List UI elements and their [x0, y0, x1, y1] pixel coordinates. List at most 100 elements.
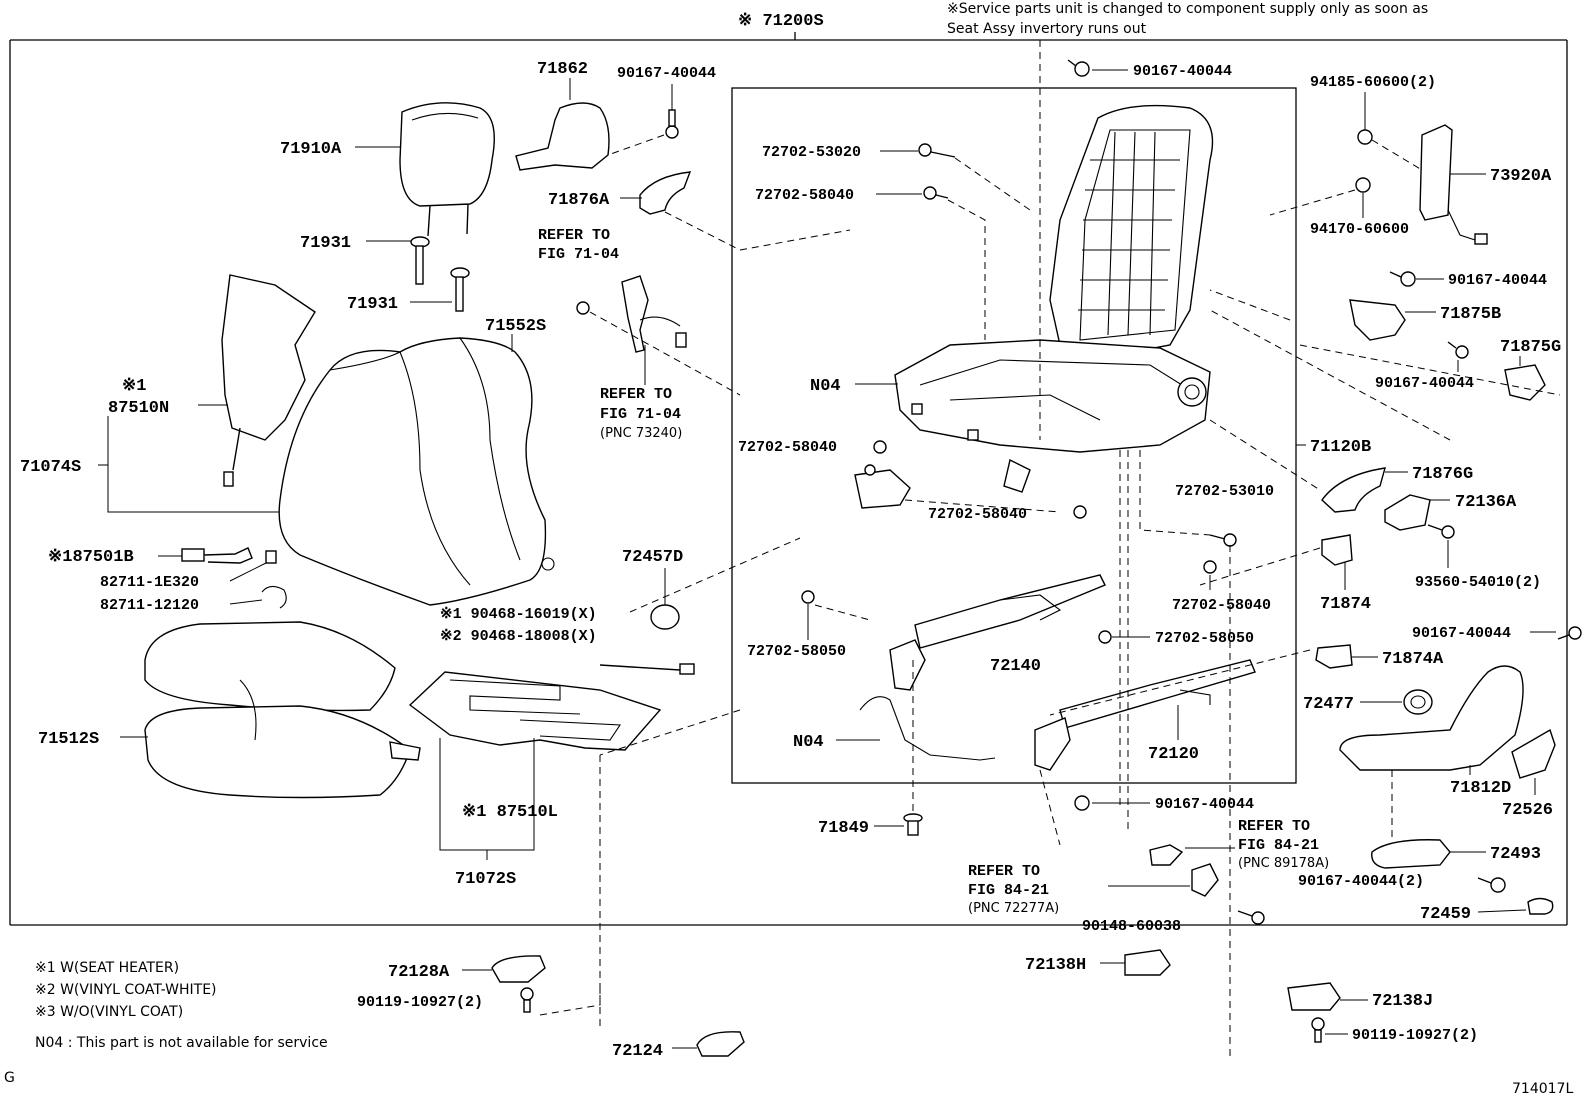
label-90167-40044-b: 90167-40044	[1155, 796, 1254, 813]
refer-2-line-1: REFER TO	[600, 386, 672, 403]
screw-93560	[1427, 524, 1455, 539]
label-71931-b: 71931	[347, 295, 398, 314]
screw-90119-10927-a	[520, 987, 534, 1013]
legend-line-1: ※1 W(SEAT HEATER)	[35, 960, 179, 976]
seat-rail-72120	[1034, 659, 1256, 771]
seat-heater-cushion	[408, 663, 695, 751]
bracket-lower-left	[854, 464, 911, 509]
label-90468-18008: ※2 90468-18008(X)	[440, 628, 597, 645]
bolt-90167-40044-c	[1389, 271, 1416, 287]
seatback-cover	[278, 337, 547, 606]
cover-71876G	[1321, 467, 1386, 513]
label-72124: 72124	[612, 1042, 663, 1061]
cover-72136A	[1384, 494, 1431, 531]
label-73920A: 73920A	[1490, 167, 1552, 186]
label-72457D: 72457D	[622, 548, 683, 567]
nut-94185	[1357, 129, 1373, 145]
label-72702-58040-b: 72702-58040	[738, 439, 837, 456]
headrest-guide-1	[410, 236, 430, 285]
label-72138H: 72138H	[1025, 956, 1086, 975]
headrest-guide-2	[450, 267, 470, 312]
label-94170-60600: 94170-60600	[1310, 221, 1409, 238]
label-72702-53010: 72702-53010	[1175, 483, 1274, 500]
label-90167-40044-a: 90167-40044	[617, 65, 716, 82]
refer-2-line-2: FIG 71-04	[600, 406, 681, 423]
label-72702-58040-c: 72702-58040	[928, 506, 1027, 523]
drawing-number: 714017L	[1512, 1081, 1573, 1097]
wire-N04	[859, 696, 996, 761]
cover-72128A	[491, 955, 546, 983]
cover-72138J	[1287, 982, 1341, 1011]
legend-line-3: ※3 W/O(VINYL COAT)	[35, 1004, 183, 1020]
label-71874A: 71874A	[1382, 650, 1444, 669]
bracket-71874	[1321, 534, 1353, 566]
service-note-line-2: Seat Assy invertory runs out	[947, 21, 1147, 37]
label-71874: 71874	[1320, 595, 1371, 614]
cover-72138H	[1124, 949, 1171, 976]
cover-71876A	[639, 171, 692, 215]
label-71876A: 71876A	[548, 191, 610, 210]
bolt-90167-40044-b	[1074, 795, 1090, 811]
bolt-72702-58040-c	[1073, 505, 1087, 519]
cover-71875G	[1504, 364, 1546, 401]
cap-72459	[1527, 897, 1554, 915]
refer-4-line-3: (PNC 72277A)	[968, 901, 1059, 916]
label-90119-10927-b: 90119-10927(2)	[1352, 1027, 1478, 1044]
label-72702-58050-a: 72702-58050	[747, 643, 846, 660]
refer-1-line-2: FIG 71-04	[538, 246, 619, 263]
bolt-90167-40044-2	[1477, 877, 1506, 893]
label-71512S: 71512S	[38, 730, 99, 749]
label-72459: 72459	[1420, 905, 1471, 924]
bolt-90167-40044-e	[1557, 626, 1582, 640]
label-90167-40044-e: 90167-40044	[1412, 625, 1511, 642]
label-90119-10927-a: 90119-10927(2)	[357, 994, 483, 1011]
label-71849: 71849	[818, 819, 869, 838]
nut-94170	[1355, 177, 1371, 193]
label-72702-58050-b: 72702-58050	[1155, 630, 1254, 647]
label-72493: 72493	[1490, 845, 1541, 864]
seat-rail-72140	[889, 574, 1106, 691]
hinge-cover-71862	[515, 102, 610, 171]
seat-frame	[894, 104, 1214, 493]
label-72140: 72140	[990, 657, 1041, 676]
connector-87501B	[181, 547, 253, 564]
bolt-90167-40044-d	[1447, 341, 1469, 359]
label-71876G: 71876G	[1412, 465, 1473, 484]
label-72136A: 72136A	[1455, 493, 1517, 512]
seat-assembly-box	[731, 87, 1297, 784]
label-82711-1E320: 82711-1E320	[100, 574, 199, 591]
refer-4-line-1: REFER TO	[968, 863, 1040, 880]
refer-4-line-2: FIG 84-21	[968, 882, 1049, 899]
label-72702-58040-a: 72702-58040	[755, 187, 854, 204]
headrest-drawing	[399, 102, 495, 237]
seat-cushion	[144, 621, 421, 799]
label-72526: 72526	[1502, 801, 1553, 820]
legend-line-2: ※2 W(VINYL COAT-WHITE)	[35, 982, 217, 998]
label-90468-16019: ※1 90468-16019(X)	[440, 606, 597, 623]
bolt-90167-40044-top	[1067, 59, 1090, 77]
lever-72493	[1371, 839, 1451, 869]
refer-3-line-2: FIG 84-21	[1238, 837, 1319, 854]
label-87501B: ※187501B	[48, 548, 134, 567]
label-72702-58040-d: 72702-58040	[1172, 597, 1271, 614]
bolt-72702-53020	[918, 143, 956, 158]
airbag-73920A	[1419, 124, 1488, 245]
buckle	[576, 275, 687, 353]
label-87510N: 87510N	[108, 399, 169, 418]
label-93560-54010: 93560-54010(2)	[1415, 574, 1541, 591]
refer-3-line-3: (PNC 89178A)	[1238, 856, 1329, 871]
label-N04-a: N04	[810, 377, 841, 396]
bolt-72702-58040-b	[873, 440, 887, 454]
label-90167-40044-d: 90167-40044	[1375, 375, 1474, 392]
pin-71849	[903, 813, 923, 836]
bolt-90167-40044-a	[665, 109, 679, 139]
label-87510N-mark: ※1	[122, 377, 146, 396]
label-72477: 72477	[1303, 695, 1354, 714]
label-71862: 71862	[537, 60, 588, 79]
label-71812D: 71812D	[1450, 779, 1511, 798]
label-82711-12120: 82711-12120	[100, 597, 199, 614]
label-72702-53020: 72702-53020	[762, 144, 861, 161]
outer-frame	[9, 32, 1568, 926]
cover-72124	[696, 1031, 745, 1057]
